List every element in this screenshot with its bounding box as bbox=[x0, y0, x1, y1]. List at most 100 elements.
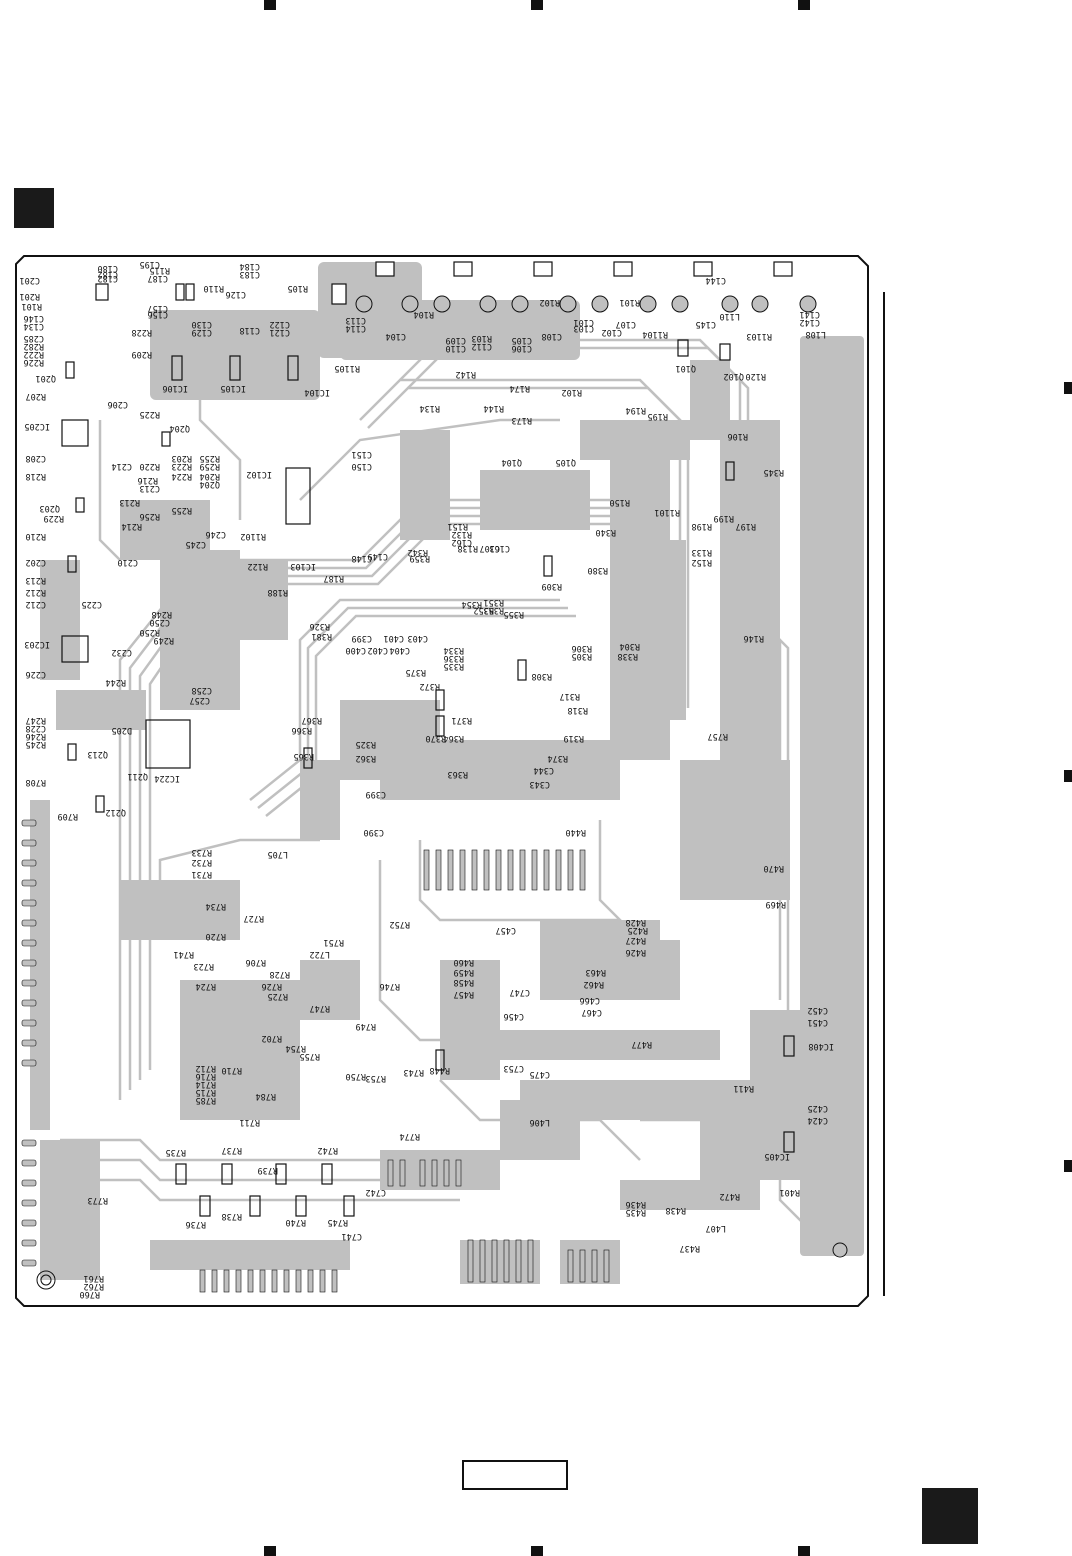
registration-mark-icon bbox=[264, 0, 276, 10]
component-label-r732: R732 bbox=[192, 857, 212, 867]
component-label-r351: R351 bbox=[484, 597, 504, 607]
component-label-r152: R152 bbox=[692, 557, 712, 567]
component-label-c250: C250 bbox=[150, 617, 170, 627]
component-label-c102: C102 bbox=[602, 327, 622, 337]
component-label-c343: C343 bbox=[530, 779, 550, 789]
crosshair-icon bbox=[36, 1242, 848, 1290]
component-label-r715: R715 bbox=[196, 1087, 216, 1097]
component-label-r256: R256 bbox=[140, 511, 160, 521]
component-label-r305: R305 bbox=[572, 651, 592, 661]
component-label-c108: C108 bbox=[542, 331, 562, 341]
component-label-r334: R334 bbox=[444, 645, 464, 655]
component-label-r754: R754 bbox=[286, 1043, 306, 1053]
component-label-r428: R428 bbox=[626, 917, 646, 927]
component-label-r753: R753 bbox=[366, 1073, 386, 1083]
component-label-r363: R363 bbox=[448, 769, 468, 779]
component-label-c163: C163 bbox=[490, 543, 510, 553]
component-label-c104: C104 bbox=[386, 331, 406, 341]
component-label-r440: R440 bbox=[566, 827, 586, 837]
component-label-r364: R364 bbox=[444, 733, 464, 743]
component-label-r198: R198 bbox=[692, 521, 712, 531]
component-label-c401: C401 bbox=[384, 633, 404, 643]
component-label-r458: R458 bbox=[454, 977, 474, 987]
component-label-r259: R259 bbox=[200, 461, 220, 471]
component-label-r739: R739 bbox=[258, 1165, 278, 1175]
component-label-l722: L722 bbox=[310, 949, 330, 959]
component-label-c747: C747 bbox=[510, 987, 530, 997]
component-label-r727: R727 bbox=[244, 913, 264, 923]
component-label-r477: R477 bbox=[632, 1039, 652, 1049]
registration-mark-icon bbox=[531, 1546, 543, 1556]
component-label-r702: R702 bbox=[262, 1033, 282, 1043]
component-label-r199: R199 bbox=[714, 513, 734, 523]
component-label-c157: C157 bbox=[148, 303, 168, 313]
component-label-r213: R213 bbox=[120, 497, 140, 507]
registration-mark-icon bbox=[1064, 1160, 1072, 1172]
component-label-r197: R197 bbox=[736, 521, 756, 531]
component-label-r752: R752 bbox=[390, 919, 410, 929]
component-label-r244: R244 bbox=[106, 677, 126, 687]
component-label-c400: C400 bbox=[346, 645, 366, 655]
component-label-q213: Q213 bbox=[88, 749, 108, 759]
component-label-r102: R102 bbox=[540, 297, 560, 307]
component-label-r716: R716 bbox=[196, 1071, 216, 1081]
component-label-c126: C126 bbox=[226, 289, 246, 299]
component-label-r709: R709 bbox=[58, 811, 78, 821]
component-label-c208: C208 bbox=[26, 453, 46, 463]
component-label-r448: R448 bbox=[430, 1065, 450, 1075]
component-label-r218: R218 bbox=[26, 471, 46, 481]
component-label-r204: R204 bbox=[200, 471, 220, 481]
component-label-c145: C145 bbox=[696, 319, 716, 329]
component-label-c109: C109 bbox=[446, 335, 466, 345]
component-label-c206: C206 bbox=[108, 399, 128, 409]
component-label-r195: R195 bbox=[648, 411, 668, 421]
component-label-r710: R710 bbox=[222, 1065, 242, 1075]
component-label-r110: R110 bbox=[204, 283, 224, 293]
component-label-r308: R308 bbox=[532, 671, 552, 681]
component-label-r436: R436 bbox=[626, 1199, 646, 1209]
component-label-d205: D205 bbox=[112, 725, 132, 735]
component-label-c156: C156 bbox=[148, 309, 168, 319]
component-label-c344: C344 bbox=[534, 765, 554, 775]
component-label-ic103: IC103 bbox=[290, 561, 316, 571]
component-label-c105: C105 bbox=[512, 335, 532, 345]
component-label-r366: R366 bbox=[292, 725, 312, 735]
component-label-c424: C424 bbox=[808, 1115, 828, 1125]
component-label-r194: R194 bbox=[626, 405, 646, 415]
component-label-c107: C107 bbox=[616, 319, 636, 329]
component-label-c110: C110 bbox=[446, 343, 466, 353]
component-label-r146: R146 bbox=[744, 633, 764, 643]
component-label-r742: R742 bbox=[318, 1145, 338, 1155]
component-label-r459: R459 bbox=[454, 967, 474, 977]
component-label-r228: R228 bbox=[132, 327, 152, 337]
component-label-r738: R738 bbox=[222, 1211, 242, 1221]
component-label-c114: C114 bbox=[346, 323, 366, 333]
component-label-c214: C214 bbox=[112, 461, 132, 471]
component-label-r342: R342 bbox=[408, 547, 428, 557]
component-label-r101b: R101 bbox=[22, 301, 42, 311]
component-label-r374: R374 bbox=[548, 753, 568, 763]
component-label-c246: C246 bbox=[206, 529, 226, 539]
component-label-r725: R725 bbox=[268, 991, 288, 1001]
component-label-r438: R438 bbox=[666, 1205, 686, 1215]
component-label-l406: L406 bbox=[530, 1117, 550, 1127]
component-label-r340: R340 bbox=[596, 527, 616, 537]
registration-mark-icon bbox=[264, 1546, 276, 1556]
component-label-r773: R773 bbox=[88, 1195, 108, 1205]
component-label-r319: R319 bbox=[564, 733, 584, 743]
component-label-r225: R225 bbox=[140, 409, 160, 419]
registration-mark-icon bbox=[531, 0, 543, 10]
component-label-c257: C257 bbox=[190, 695, 210, 705]
component-label-r133: R133 bbox=[692, 547, 712, 557]
component-label-c182b: C182 bbox=[98, 273, 118, 283]
component-label-c753: C753 bbox=[504, 1063, 524, 1073]
component-label-c112: C112 bbox=[472, 341, 492, 351]
component-label-r222: R222 bbox=[24, 349, 44, 359]
component-label-r174: R174 bbox=[510, 383, 530, 393]
component-label-r255b: R255 bbox=[172, 505, 192, 515]
component-label-r785: R785 bbox=[196, 1095, 216, 1105]
component-label-c475: C475 bbox=[530, 1069, 550, 1079]
component-label-c404: C404 bbox=[390, 645, 410, 655]
component-label-r426: R426 bbox=[626, 947, 646, 957]
